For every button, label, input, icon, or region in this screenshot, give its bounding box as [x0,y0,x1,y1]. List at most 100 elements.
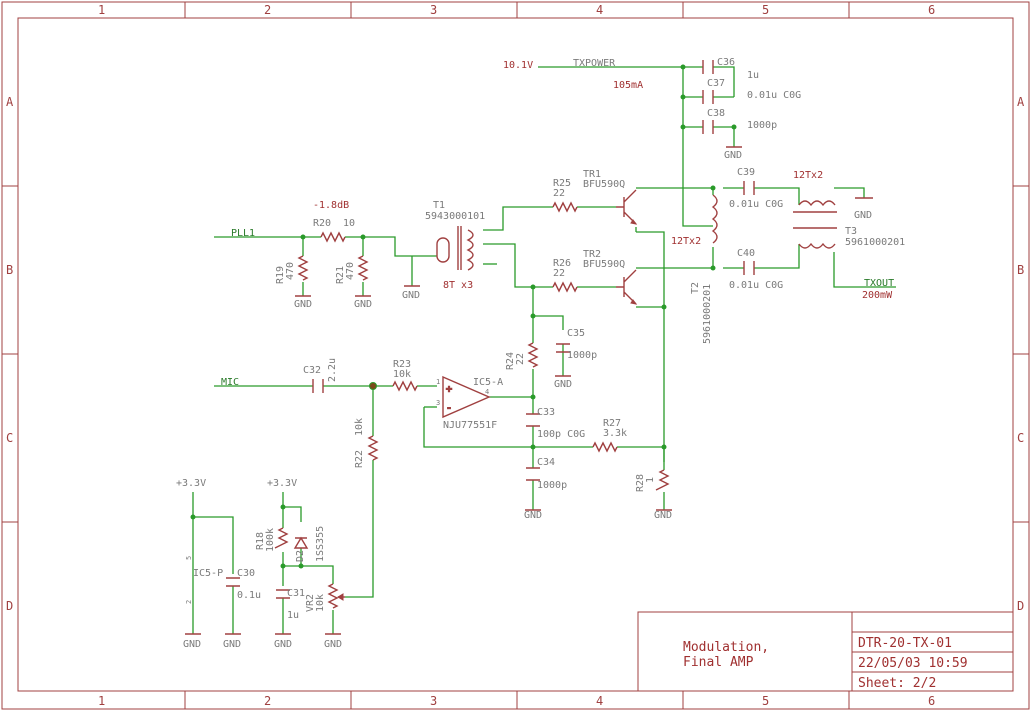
c31-value: 1u [287,610,299,621]
c32-ref: C32 [303,365,321,376]
output-power-note: 200mW [862,290,893,301]
gnd-labels: GND GND GND GND GND GND GND GND GND GND … [183,150,872,650]
r22-value: 10k [354,418,365,436]
net-txpower: TXPOWER [573,58,616,69]
c33-ref: C33 [537,407,555,418]
gnd-label-r21: GND [354,299,372,310]
ic5a-pin-1: 1 [436,378,440,386]
junctions [190,64,737,569]
r19-value: 470 [285,262,296,280]
vr2-value: 10k [315,594,326,612]
c40-value: 0.01u C0G [729,280,783,291]
r27-value: 3.3k [603,428,627,439]
r20-ref: R20 [313,218,331,229]
c37-value: 0.01u C0G [747,90,801,101]
gnd-label-r19: GND [294,299,312,310]
net-txout: TXOUT [864,278,894,289]
t1-turns-note: 8T x3 [443,280,473,291]
transistor-symbols [616,189,638,305]
grid-col-1-bottom: 1 [98,694,105,708]
gnd-symbols [185,146,873,635]
grid-col-3-bottom: 3 [430,694,437,708]
net-3v3-a: +3.3V [176,478,206,489]
r19-ref: R19 [275,266,286,284]
svg-text:+: + [446,384,452,395]
r28-value: 1 [645,477,656,483]
grid-labels: 1 2 3 4 5 6 1 2 3 4 5 6 A B C D A B C D [6,3,1025,708]
r28-ref: R28 [635,474,646,492]
gnd-label-c31: GND [274,639,292,650]
gnd-label-t3: GND [854,210,872,221]
voltage-note: 10.1V [503,60,533,71]
ic5p-ref: IC5-P [193,568,223,579]
transformer-symbols [436,194,837,271]
ic5p-pin-2: 2 [185,600,193,604]
d2-ref: D2 [295,550,306,562]
gnd-label-r28: GND [654,510,672,521]
gnd-label-c38: GND [724,150,742,161]
c30-ref: C30 [237,568,255,579]
r21-value: 470 [345,262,356,280]
r24-value: 22 [515,353,526,365]
c35-ref: C35 [567,328,585,339]
c37-ref: C37 [707,78,725,89]
net-mic: MIC [221,377,239,388]
capacitor-symbols [226,60,755,599]
grid-row-a: A [6,95,14,109]
grid-col-2-bottom: 2 [264,694,271,708]
c32-value: 2.2u [327,358,338,382]
grid-row-d-right: D [1017,599,1024,613]
t1-ref: T1 [433,200,445,211]
r25-ref: R25 [553,178,571,189]
net-labels: 10.1V TXPOWER 105mA PLL1 MIC TXOUT 200mW… [176,58,894,489]
r27-ref: R27 [603,418,621,429]
c34-ref: C34 [537,457,555,468]
t1-value: 5943000101 [425,211,485,222]
sheet-number: Sheet: 2/2 [858,676,936,691]
grid-row-c-right: C [1017,431,1024,445]
r21-ref: R21 [335,266,346,284]
gnd-label-ic5p: GND [183,639,201,650]
grid-col-6-bottom: 6 [928,694,935,708]
r24-ref: R24 [505,352,516,370]
ic5a-pin-4: 4 [485,388,489,396]
r25-value: 22 [553,188,565,199]
grid-col-4: 4 [596,3,603,17]
grid-row-a-right: A [1017,95,1025,109]
grid-col-5-bottom: 5 [762,694,769,708]
c31-ref: C31 [287,588,305,599]
pot-symbol [327,583,345,609]
net-3v3-b: +3.3V [267,478,297,489]
gnd-label-vr2: GND [324,639,342,650]
t3-turns-note: 12Tx2 [793,170,823,181]
gnd-label-t1: GND [402,290,420,301]
r23-ref: R23 [393,359,411,370]
t3-value: 5961000201 [845,237,905,248]
gnd-label-c30: GND [223,639,241,650]
ic5a-ref: IC5-A [473,377,503,388]
tr1-value: BFU590Q [583,179,625,190]
resistor-symbols [274,201,670,549]
tr2-value: BFU590Q [583,259,625,270]
tr1-ref: TR1 [583,169,601,180]
t3-ref: T3 [845,226,857,237]
gnd-label-c34: GND [524,510,542,521]
ic5a-pin-3: 3 [436,399,440,407]
title-block: Modulation, Final AMP DTR-20-TX-01 22/05… [637,611,1014,692]
grid-col-1: 1 [98,3,105,17]
component-labels: C36 1u C37 0.01u C0G C38 1000p TR1 BFU59… [185,57,905,621]
d2-value: 1SS355 [315,526,326,562]
grid-col-4-bottom: 4 [596,694,603,708]
c39-ref: C39 [737,167,755,178]
diode-symbol [293,536,309,549]
r23-value: 10k [393,369,411,380]
c36-ref: C36 [717,57,735,68]
ic5a-value: NJU77551F [443,420,497,431]
atten-note: -1.8dB [313,200,349,211]
svg-text:-: - [446,403,452,414]
grid-row-c: C [6,431,13,445]
r18-ref: R18 [255,532,266,550]
grid-col-6: 6 [928,3,935,17]
grid-row-d: D [6,599,13,613]
